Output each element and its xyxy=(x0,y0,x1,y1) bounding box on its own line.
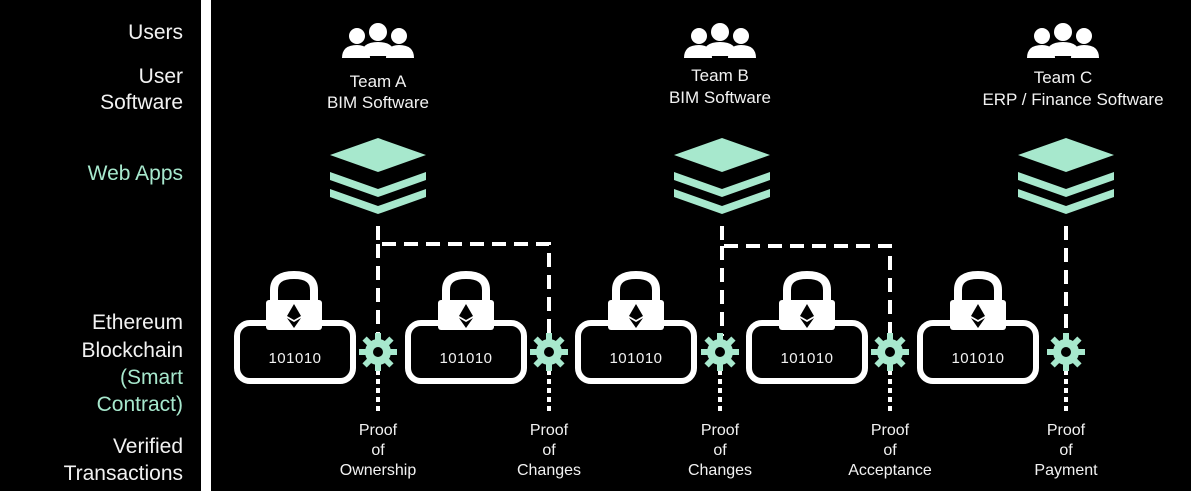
users-group-icon xyxy=(342,23,414,58)
users-group-icon xyxy=(684,23,756,58)
row-labels-panel: Users User Software Web Apps Ethereum Bl… xyxy=(0,0,201,491)
row-label-verified-1: Verified xyxy=(112,435,183,458)
gear-icon xyxy=(1047,333,1085,371)
block-5-code: 101010 xyxy=(951,350,1005,367)
gear-icon xyxy=(530,333,568,371)
block-3-code: 101010 xyxy=(609,350,663,367)
proof-1-line2: of xyxy=(371,442,385,459)
padlock-icon xyxy=(270,270,318,302)
team-c-name: Team C xyxy=(1033,68,1093,87)
dashed-connectors xyxy=(376,226,1068,336)
proof-1: Proof of Ownership xyxy=(318,421,438,481)
proof-2-line1: Proof xyxy=(529,422,569,439)
padlock-icon xyxy=(442,270,490,302)
layers-stack-icon xyxy=(330,138,426,214)
proof-2-line2: of xyxy=(542,442,556,459)
gear-icon xyxy=(701,333,739,371)
layers-stack-icon xyxy=(674,138,770,214)
layers-stack-icon xyxy=(1018,138,1114,214)
block-1-code: 101010 xyxy=(268,350,322,367)
proof-5: Proof of Payment xyxy=(1006,421,1126,481)
block-2-code: 101010 xyxy=(439,350,493,367)
proof-3-line1: Proof xyxy=(700,422,740,439)
diagram-panel xyxy=(211,0,1191,491)
gear-icon xyxy=(359,333,397,371)
row-label-users: Users xyxy=(128,21,183,44)
padlock-icon xyxy=(954,270,1002,302)
proof-2: Proof of Changes xyxy=(489,421,609,481)
connector-a xyxy=(376,226,551,336)
row-label-user-software-1: User xyxy=(138,65,183,88)
row-label-user-software-2: Software xyxy=(100,91,183,114)
proof-5-line1: Proof xyxy=(1046,422,1086,439)
team-b-name: Team B xyxy=(691,66,749,85)
gear-icon xyxy=(871,333,909,371)
block-4-code: 101010 xyxy=(780,350,834,367)
verification-lines xyxy=(376,370,1068,413)
proof-4: Proof of Acceptance xyxy=(830,421,950,481)
row-label-web-apps: Web Apps xyxy=(87,162,183,185)
row-label-blockchain-1: Ethereum xyxy=(91,311,183,334)
proof-1-line1: Proof xyxy=(358,422,398,439)
proof-3-line3: Changes xyxy=(687,462,753,479)
ethereum-icon xyxy=(629,304,643,320)
padlock-icon xyxy=(612,270,660,302)
ethereum-icon xyxy=(971,304,985,320)
ethereum-icon xyxy=(459,304,473,320)
proof-3-line2: of xyxy=(713,442,727,459)
block-2 xyxy=(405,270,527,384)
proof-3: Proof of Changes xyxy=(660,421,780,481)
row-label-blockchain-3: (Smart xyxy=(120,366,183,389)
ethereum-icon xyxy=(800,304,814,320)
padlock-icon xyxy=(783,270,831,302)
block-4 xyxy=(746,270,868,384)
proof-5-line3: Payment xyxy=(1034,462,1098,479)
row-label-blockchain-2: Blockchain xyxy=(81,339,183,362)
proof-1-line3: Ownership xyxy=(339,462,417,479)
proof-4-line1: Proof xyxy=(870,422,910,439)
proof-4-line3: Acceptance xyxy=(848,462,932,479)
team-b-software: BIM Software xyxy=(668,88,772,107)
team-c-software: ERP / Finance Software xyxy=(982,90,1164,109)
ethereum-icon xyxy=(287,304,301,320)
proof-5-line2: of xyxy=(1059,442,1073,459)
block-1 xyxy=(234,270,356,384)
block-5 xyxy=(917,270,1039,384)
block-3 xyxy=(575,270,697,384)
team-a-software: BIM Software xyxy=(326,93,430,112)
connector-b xyxy=(720,226,892,336)
row-label-verified-2: Transactions xyxy=(63,462,183,485)
proof-4-line2: of xyxy=(883,442,897,459)
team-a-name: Team A xyxy=(349,72,407,91)
row-label-blockchain-4: Contract) xyxy=(96,393,183,416)
proof-2-line3: Changes xyxy=(516,462,582,479)
users-group-icon xyxy=(1027,23,1099,58)
